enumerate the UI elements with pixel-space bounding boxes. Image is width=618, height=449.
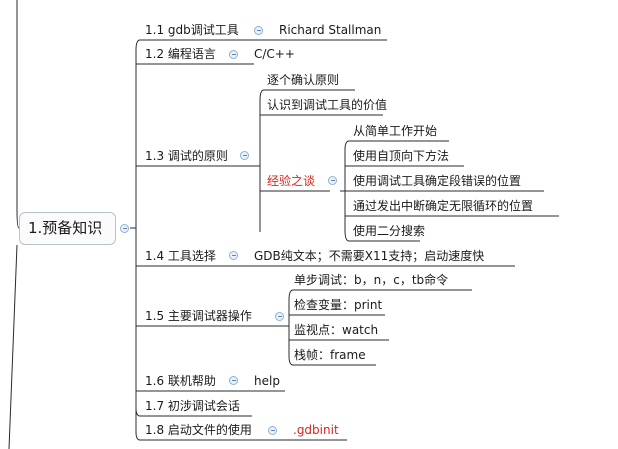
node-1-5-item-4[interactable]: 栈帧：frame xyxy=(294,348,366,362)
root-collapse-toggle[interactable] xyxy=(120,224,129,233)
node-1-6-label[interactable]: 1.6 联机帮助 xyxy=(145,374,216,388)
node-1-8-value[interactable]: .gdbinit xyxy=(293,423,339,437)
node-1-4-value[interactable]: GDB纯文本；不需要X11支持；启动速度快 xyxy=(254,249,485,263)
node-1-3-toggle[interactable] xyxy=(240,151,249,160)
node-1-8-label[interactable]: 1.8 启动文件的使用 xyxy=(145,423,252,437)
node-1-3-label[interactable]: 1.3 调试的原则 xyxy=(145,149,228,163)
node-1-6-toggle[interactable] xyxy=(229,376,238,385)
node-1-7-label[interactable]: 1.7 初涉调试会话 xyxy=(145,399,240,413)
node-1-2-toggle[interactable] xyxy=(229,50,238,59)
root-label: 1.预备知识 xyxy=(28,219,103,237)
experience-node-toggle[interactable] xyxy=(328,176,337,185)
experience-item-3[interactable]: 使用调试工具确定段错误的位置 xyxy=(353,174,522,188)
node-1-4-label[interactable]: 1.4 工具选择 xyxy=(145,249,216,263)
node-1-2-value[interactable]: C/C++ xyxy=(254,47,295,61)
experience-item-4[interactable]: 通过发出中断确定无限循环的位置 xyxy=(353,199,534,213)
experience-item-2[interactable]: 使用自顶向下方法 xyxy=(353,149,450,163)
node-1-5-label[interactable]: 1.5 主要调试器操作 xyxy=(145,309,252,323)
experience-item-5[interactable]: 使用二分搜索 xyxy=(353,224,426,238)
node-1-1-value[interactable]: Richard Stallman xyxy=(279,23,382,37)
node-1-3-child-2[interactable]: 认识到调试工具的价值 xyxy=(267,98,388,112)
node-1-1-label[interactable]: 1.1 gdb调试工具 xyxy=(145,23,239,37)
node-1-5-item-2[interactable]: 检查变量：print xyxy=(294,298,383,312)
node-1-8-toggle[interactable] xyxy=(268,426,277,435)
node-1-5-toggle[interactable] xyxy=(275,312,284,321)
experience-item-1[interactable]: 从简单工作开始 xyxy=(353,124,438,138)
node-1-5-item-3[interactable]: 监视点：watch xyxy=(294,323,379,337)
node-1-3-child-1[interactable]: 逐个确认原则 xyxy=(267,73,340,87)
node-1-4-toggle[interactable] xyxy=(229,251,238,260)
node-1-5-item-1[interactable]: 单步调试：b，n，c，tb命令 xyxy=(294,273,449,287)
node-1-6-value[interactable]: help xyxy=(254,374,280,388)
node-1-1-toggle[interactable] xyxy=(254,26,263,35)
root-node[interactable] xyxy=(19,212,116,245)
node-1-2-label[interactable]: 1.2 编程语言 xyxy=(145,47,216,61)
experience-node-label[interactable]: 经验之谈 xyxy=(267,174,316,188)
